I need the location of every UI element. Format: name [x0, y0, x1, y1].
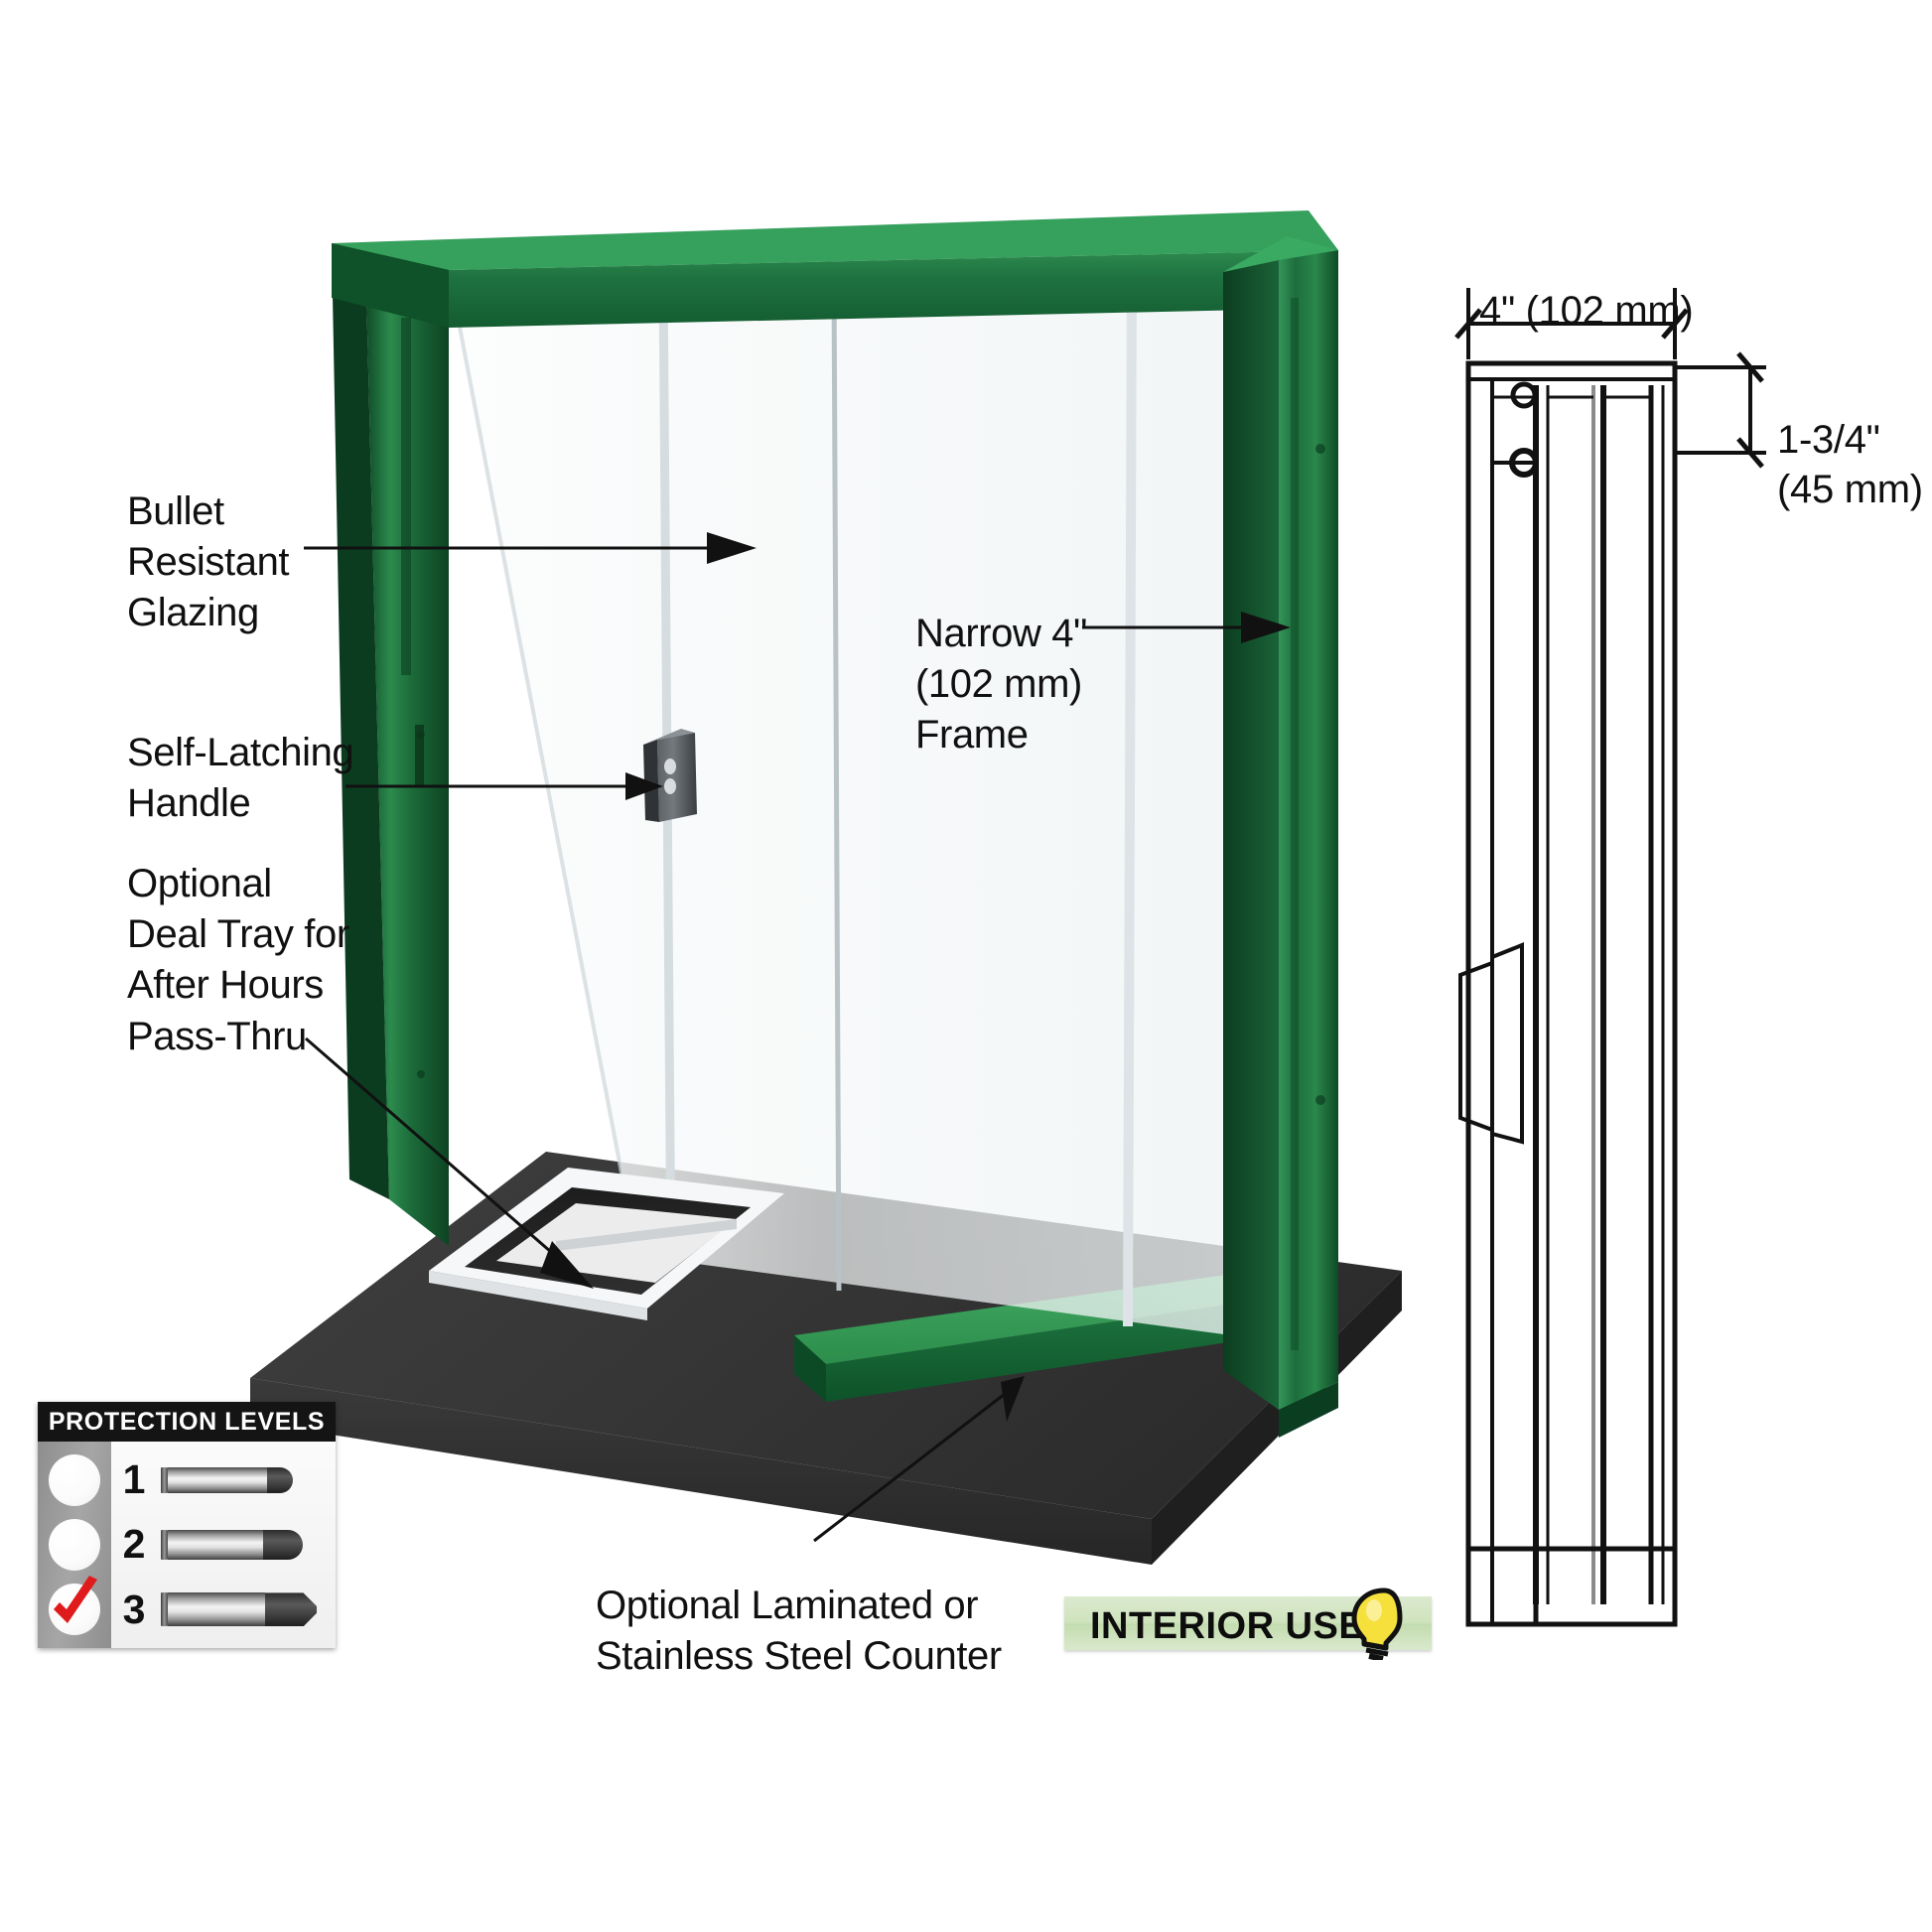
- protection-levels-header: PROTECTION LEVELS: [38, 1402, 336, 1442]
- cartridge-icon-1: [161, 1466, 293, 1493]
- red-checkmark-icon: [54, 1576, 97, 1624]
- top-frame-rail: [332, 210, 1338, 328]
- callout-narrow-frame: Narrow 4" (102 mm) Frame: [915, 612, 1087, 758]
- level-2-circle[interactable]: [49, 1518, 100, 1571]
- protection-level-row-1[interactable]: 1: [117, 1450, 326, 1510]
- level-1-circle[interactable]: [49, 1453, 100, 1506]
- callout-bullet-resistant-glazing: Bullet Resistant Glazing: [127, 489, 290, 635]
- interior-use-label: INTERIOR USE: [1090, 1605, 1365, 1647]
- lightbulb-icon: [1351, 1587, 1403, 1660]
- protection-level-number-3: 3: [122, 1586, 146, 1632]
- protection-level-number-1: 1: [122, 1456, 146, 1503]
- callout-self-latching-handle: Self-Latching Handle: [127, 731, 354, 826]
- protection-levels-check-column: [38, 1442, 111, 1648]
- self-latching-handle[interactable]: [643, 729, 697, 822]
- protection-level-row-2[interactable]: 2: [117, 1515, 326, 1575]
- width-dimension-label: 4" (102 mm): [1479, 289, 1694, 333]
- interior-use-badge: INTERIOR USE: [1064, 1587, 1451, 1660]
- protection-levels-rows: 1 2 3: [111, 1442, 336, 1648]
- protection-levels-body: 1 2 3: [38, 1442, 336, 1648]
- protection-levels-panel: PROTECTION LEVELS 1: [38, 1402, 336, 1648]
- left-frame-post: [332, 243, 449, 1246]
- protection-level-row-3[interactable]: 3: [117, 1580, 326, 1639]
- cartridge-icon-3: [161, 1592, 317, 1627]
- callout-optional-counter: Optional Laminated or Stainless Steel Co…: [596, 1584, 1002, 1679]
- depth-dimension-label: 1-3/4" (45 mm): [1777, 418, 1923, 511]
- technical-section-drawing: [1454, 288, 1766, 1627]
- protection-level-number-2: 2: [122, 1521, 146, 1568]
- callout-optional-deal-tray: Optional Deal Tray for After Hours Pass-…: [127, 862, 349, 1058]
- protection-levels-title: PROTECTION LEVELS: [48, 1407, 326, 1436]
- level-3-circle[interactable]: [49, 1576, 100, 1636]
- right-frame-post: [1223, 236, 1338, 1438]
- cartridge-icon-2: [161, 1529, 303, 1560]
